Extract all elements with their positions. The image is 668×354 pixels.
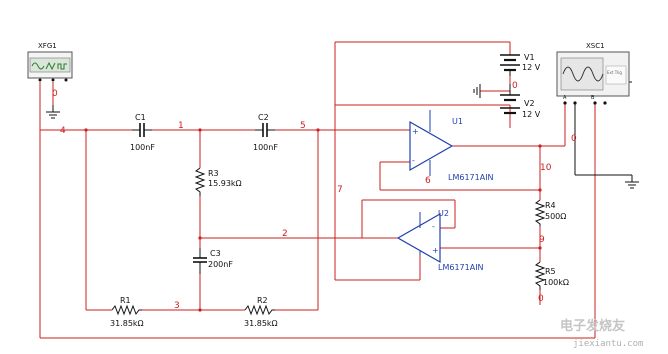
node-labels: 0 4 1 5 2 3 7 6 10 9 0 0 0 xyxy=(52,81,577,311)
oscilloscope[interactable]: Ext Trig A B XSC1 xyxy=(556,42,630,105)
r2-name: R2 xyxy=(257,296,268,305)
junction-node9 xyxy=(538,246,542,250)
node-label-1: 1 xyxy=(178,121,184,131)
function-generator-label: XFG1 xyxy=(38,42,57,50)
c3-value: 200nF xyxy=(208,260,233,269)
c3-name: C3 xyxy=(210,249,221,258)
junction-node4 xyxy=(84,128,88,132)
junction-node10 xyxy=(538,144,542,148)
node-label-0-scope: 0 xyxy=(571,134,577,144)
junction-node2 xyxy=(198,236,202,240)
v2-value: 12 V xyxy=(522,110,541,119)
ground-symbol-gen xyxy=(46,111,60,119)
node-label-10: 10 xyxy=(540,163,552,173)
v1-value: 12 V xyxy=(522,63,541,72)
gen-plus-terminal[interactable] xyxy=(38,78,42,82)
scope-ext-trig-label: Ext Trig xyxy=(607,70,622,75)
scope-a-terminal[interactable] xyxy=(563,101,567,105)
scope-b-terminal[interactable] xyxy=(593,101,597,105)
u2-minus-pin: - xyxy=(432,222,435,231)
u1-part: LM6171AIN xyxy=(448,173,494,182)
u2-part: LM6171AIN xyxy=(438,263,484,272)
v2-name: V2 xyxy=(524,99,535,108)
junction-node5 xyxy=(316,128,320,132)
node-label-7: 7 xyxy=(337,185,343,195)
r4-name: R4 xyxy=(545,201,556,210)
r1-value: 31.85kΩ xyxy=(110,319,144,328)
u2-plus-pin: + xyxy=(432,246,439,255)
oscilloscope-label: XSC1 xyxy=(586,42,605,50)
r1-name: R1 xyxy=(120,296,131,305)
node-label-9: 9 xyxy=(539,235,545,245)
capacitor-c1[interactable]: C1 100nF xyxy=(130,113,155,152)
scope-channel-a-label: A xyxy=(563,95,567,101)
dc-supply-v1[interactable]: V1 12 V xyxy=(500,53,541,76)
v1-name: V1 xyxy=(524,53,535,62)
node-label-0-r5: 0 xyxy=(538,294,544,304)
wires xyxy=(39,41,633,339)
resistor-r1[interactable]: R1 31.85kΩ xyxy=(110,296,144,328)
node-label-4: 4 xyxy=(60,126,66,136)
scope-a-minus-terminal[interactable] xyxy=(573,101,577,105)
ground-symbol-scope xyxy=(625,181,639,189)
node-label-0-gen: 0 xyxy=(52,89,58,99)
u2-name: U2 xyxy=(438,209,449,218)
watermark-main: 电子发烧友 xyxy=(560,318,625,334)
gen-minus-terminal[interactable] xyxy=(64,78,68,82)
resistor-r4[interactable]: R4 500Ω xyxy=(534,199,566,226)
opamp-u2[interactable]: - + U2 LM6171AIN xyxy=(396,209,484,272)
u1-plus-pin: + xyxy=(412,127,419,136)
node-label-0-supply: 0 xyxy=(512,81,518,91)
r5-value: 100kΩ xyxy=(543,278,569,287)
node-label-5: 5 xyxy=(300,121,306,131)
oscilloscope-screen xyxy=(560,57,604,91)
junction-node6 xyxy=(538,188,542,192)
resistor-r3[interactable]: R3 15.93kΩ xyxy=(194,167,242,196)
resistor-r2[interactable]: R2 31.85kΩ xyxy=(244,296,278,328)
c1-name: C1 xyxy=(135,113,146,122)
r2-value: 31.85kΩ xyxy=(244,319,278,328)
u1-minus-pin: - xyxy=(412,156,415,165)
opamp-u1[interactable]: + - U1 LM6171AIN xyxy=(409,110,494,182)
junction-node1 xyxy=(198,128,202,132)
junctions xyxy=(84,128,542,312)
function-generator[interactable]: XFG1 xyxy=(27,42,73,82)
scope-trigger-panel xyxy=(605,65,627,85)
node-label-2: 2 xyxy=(282,229,288,239)
gen-com-terminal[interactable] xyxy=(51,78,55,82)
dc-supply-v2[interactable]: V2 12 V xyxy=(500,84,541,119)
sine-wave-icon xyxy=(31,62,45,70)
scope-b-minus-terminal[interactable] xyxy=(603,101,607,105)
node-label-3: 3 xyxy=(174,301,180,311)
capacitor-c3[interactable]: C3 200nF xyxy=(193,248,233,274)
scope-channel-b-label: B xyxy=(591,95,595,101)
node-label-6: 6 xyxy=(425,176,431,186)
c1-value: 100nF xyxy=(130,143,155,152)
r5-name: R5 xyxy=(545,267,556,276)
watermark-sub: jiexiantu.com xyxy=(573,339,643,349)
r3-value: 15.93kΩ xyxy=(208,179,242,188)
r4-value: 500Ω xyxy=(545,212,566,221)
watermark: 电子发烧友 jiexiantu.com xyxy=(560,318,643,349)
r3-name: R3 xyxy=(208,169,219,178)
resistor-r5[interactable]: R5 100kΩ xyxy=(534,261,569,290)
scope-waveform-icon xyxy=(562,66,604,82)
triangle-wave-icon xyxy=(45,61,56,71)
square-wave-icon xyxy=(57,63,67,70)
u1-name: U1 xyxy=(452,117,463,126)
ground-symbol-supply xyxy=(473,84,481,98)
capacitor-c2[interactable]: C2 100nF xyxy=(253,113,278,152)
c2-value: 100nF xyxy=(253,143,278,152)
opamp-u1-body[interactable] xyxy=(409,120,454,172)
c2-name: C2 xyxy=(258,113,269,122)
junction-node3 xyxy=(198,308,202,312)
opamp-u2-body[interactable] xyxy=(396,212,441,264)
